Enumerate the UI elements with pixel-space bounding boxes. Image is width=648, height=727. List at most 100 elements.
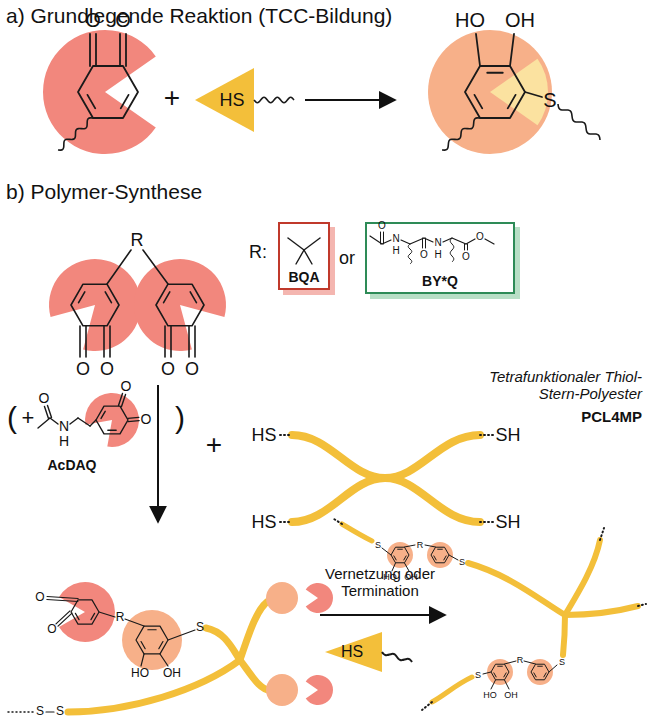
atom-label: SH bbox=[495, 425, 520, 446]
plus-sign: + bbox=[206, 429, 222, 461]
wavy-bond bbox=[558, 104, 600, 140]
atom-label: S bbox=[475, 670, 481, 680]
atom-label: O bbox=[85, 9, 101, 32]
double-bond bbox=[118, 393, 122, 405]
ring-double-bond bbox=[474, 95, 482, 108]
atom-label: HO bbox=[455, 9, 485, 32]
bond bbox=[485, 239, 494, 244]
bracket: ( bbox=[7, 401, 17, 436]
bond bbox=[491, 680, 496, 689]
polymer-arm bbox=[385, 435, 480, 478]
atom-label: O bbox=[420, 249, 428, 261]
dotted-end bbox=[480, 434, 494, 436]
atom-label: N bbox=[434, 237, 441, 249]
reaction-arrow bbox=[157, 385, 159, 522]
wavy-bond bbox=[58, 118, 93, 150]
catechol-disc bbox=[122, 610, 182, 670]
ring-double-bond bbox=[434, 556, 436, 560]
bond bbox=[107, 250, 131, 284]
atom-label: O bbox=[76, 359, 90, 380]
double-bond bbox=[44, 407, 48, 419]
bond bbox=[424, 238, 433, 242]
polymer-arm bbox=[240, 600, 270, 660]
double-bond bbox=[425, 238, 426, 248]
bond bbox=[452, 238, 466, 244]
plus-sign: + bbox=[164, 82, 180, 114]
polymer-arm bbox=[240, 660, 270, 690]
atom-label: O bbox=[378, 220, 386, 232]
bond bbox=[78, 418, 90, 426]
bond bbox=[143, 250, 168, 284]
atom-label: O bbox=[462, 251, 470, 263]
ring bbox=[391, 547, 409, 563]
polymer-arm bbox=[565, 540, 600, 615]
ring-double-bond bbox=[394, 556, 396, 560]
bond bbox=[70, 418, 78, 424]
double-bond bbox=[47, 599, 78, 601]
bond bbox=[549, 665, 557, 672]
double-bond bbox=[170, 326, 172, 357]
reaction-condition: Vernetzung oder Termination bbox=[320, 565, 440, 600]
ring-double-bond bbox=[538, 666, 543, 667]
polymer-arm bbox=[563, 615, 565, 655]
double-bond bbox=[467, 244, 468, 250]
bond bbox=[483, 672, 491, 674]
ring-double-bond bbox=[108, 430, 116, 431]
polymer-arm bbox=[342, 524, 372, 541]
atom-label: OH bbox=[163, 667, 181, 681]
quinone-pacman bbox=[306, 675, 333, 705]
ring-double-bond bbox=[101, 411, 105, 418]
dotted-end bbox=[480, 521, 494, 523]
bond bbox=[160, 654, 168, 666]
linker-box: BQA bbox=[278, 222, 330, 290]
catechol-disc bbox=[266, 674, 298, 706]
ring bbox=[531, 664, 549, 680]
quinone-pacman bbox=[134, 259, 226, 351]
atom-label: H bbox=[434, 249, 441, 261]
ring bbox=[465, 66, 525, 118]
dotted-end bbox=[280, 521, 292, 523]
polymer-arm bbox=[385, 478, 480, 522]
ring-double-bond bbox=[404, 556, 406, 560]
reaction-arrow bbox=[320, 614, 445, 616]
bond bbox=[505, 680, 510, 689]
atom-label: S bbox=[559, 657, 565, 667]
catechol-disc bbox=[266, 582, 298, 614]
bond bbox=[505, 661, 517, 664]
atom-label: HS bbox=[341, 643, 363, 661]
polymer-arm bbox=[292, 478, 385, 522]
polymer-arm bbox=[432, 677, 472, 702]
atom-label: O bbox=[161, 359, 175, 380]
ring bbox=[71, 284, 119, 326]
double-bond bbox=[128, 417, 139, 418]
bond bbox=[99, 612, 115, 617]
conjunction: or bbox=[339, 248, 355, 269]
bond bbox=[401, 240, 410, 244]
bond bbox=[304, 250, 312, 264]
double-bond bbox=[79, 326, 81, 357]
panel-title: b) Polymer-Synthese bbox=[6, 180, 202, 204]
ring-double-bond bbox=[159, 642, 163, 649]
ring-double-bond bbox=[164, 292, 170, 303]
ring bbox=[136, 626, 168, 654]
atom-label: S bbox=[375, 540, 381, 550]
ring-double-bond bbox=[105, 292, 111, 303]
ring-double-bond bbox=[444, 556, 446, 560]
thiol-triangle bbox=[195, 68, 254, 132]
ring-double-bond bbox=[79, 292, 85, 303]
wavy-bond bbox=[382, 652, 412, 662]
atom-label: R bbox=[517, 655, 524, 665]
compound-name: AcDAQ bbox=[47, 457, 96, 473]
atom-label: HO bbox=[483, 690, 497, 700]
atom-label: HO bbox=[383, 572, 397, 582]
dotted-end bbox=[280, 434, 292, 436]
ring bbox=[491, 664, 509, 680]
atom-label: H bbox=[59, 433, 69, 449]
dotted-end bbox=[8, 711, 34, 713]
atom-label: S bbox=[196, 621, 204, 635]
ring-double-bond bbox=[487, 72, 503, 74]
atom-label: O bbox=[100, 359, 114, 380]
quinone-pacman bbox=[49, 259, 141, 351]
thiol-wedge bbox=[490, 59, 548, 126]
